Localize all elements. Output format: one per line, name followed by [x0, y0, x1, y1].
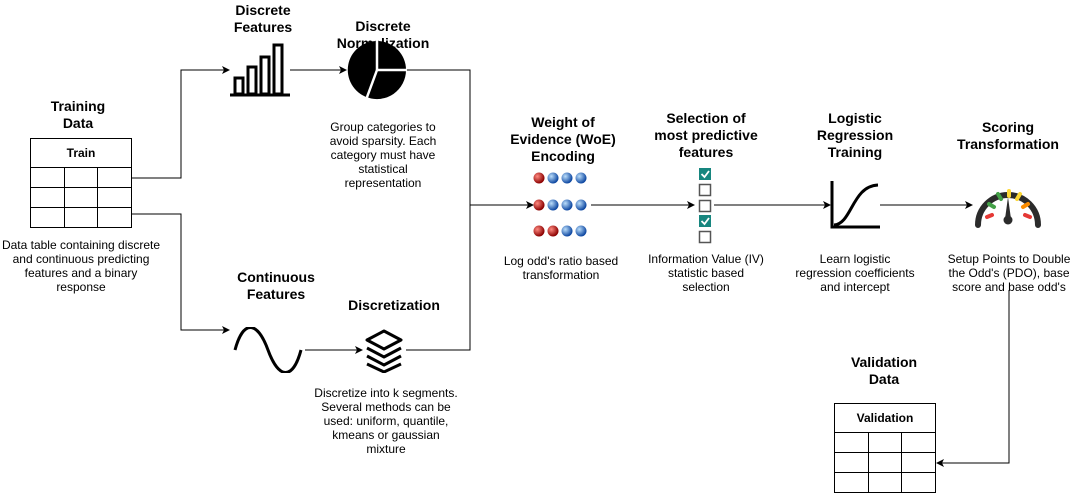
- line-normalization-merge: [406, 69, 471, 205]
- stacked-layers-icon: [365, 329, 403, 373]
- table-row: [31, 208, 131, 228]
- table-row: [31, 168, 131, 188]
- continuous-features-title: Continuous Features: [237, 269, 315, 302]
- arrow-scoring-to-validation: [936, 290, 1010, 467]
- line-discretization-merge: [406, 205, 471, 351]
- logistic-description: Learn logistic regression coefficients a…: [795, 252, 915, 294]
- validation-data-title: Validation Data: [850, 354, 918, 387]
- table-row: [835, 453, 935, 473]
- discrete-features-title: Discrete Features: [233, 2, 293, 35]
- woe-balls-icon: [533, 172, 587, 237]
- discretization-title: Discretization: [348, 297, 440, 313]
- scoring-description: Setup Points to Double the Odd's (PDO), …: [947, 252, 1071, 294]
- arrow-train-to-continuous: [132, 213, 230, 334]
- train-table: Train: [30, 138, 132, 228]
- logistic-curve-icon: [830, 181, 880, 229]
- pie-chart-icon: [347, 40, 407, 100]
- selection-description: Information Value (IV) statistic based s…: [648, 252, 764, 294]
- discretization-description: Discretize into k segments. Several meth…: [314, 386, 458, 456]
- table-row: [835, 473, 935, 493]
- sine-wave-icon: [233, 327, 303, 373]
- woe-title: Weight of Evidence (WoE) Encoding: [510, 114, 616, 164]
- gauge-icon: [975, 189, 1041, 228]
- validation-table: Validation: [834, 403, 936, 493]
- logistic-title: Logistic Regression Training: [816, 110, 894, 160]
- checklist-icon: [698, 168, 712, 244]
- scoring-title: Scoring Transformation: [957, 119, 1059, 152]
- woe-description: Log odd's ratio based transformation: [503, 254, 619, 282]
- training-data-description: Data table containing discrete and conti…: [1, 238, 161, 294]
- table-row: [31, 188, 131, 208]
- bar-chart-icon: [230, 43, 290, 97]
- validation-table-header: Validation: [835, 404, 935, 433]
- train-table-header: Train: [31, 139, 131, 168]
- training-data-title: Training Data: [50, 98, 106, 131]
- discrete-normalization-description: Group categories to avoid sparsity. Each…: [329, 120, 437, 190]
- table-row: [835, 433, 935, 453]
- selection-title: Selection of most predictive features: [654, 110, 758, 160]
- arrow-train-to-discrete: [132, 66, 230, 179]
